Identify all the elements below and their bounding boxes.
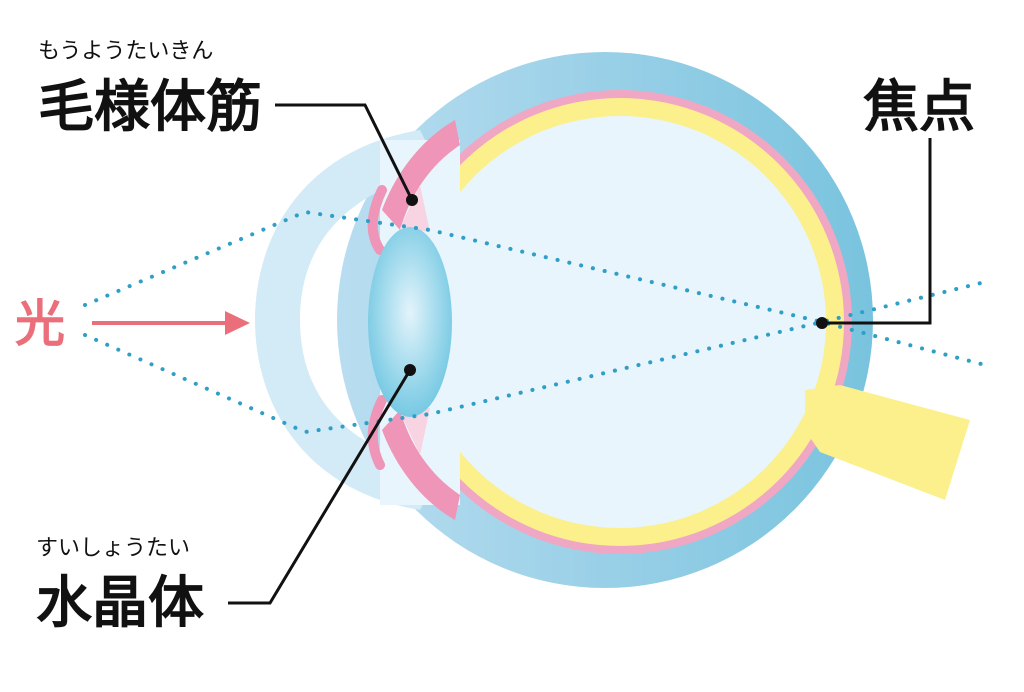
ciliary-muscle-label: 毛様体筋 bbox=[38, 75, 262, 140]
dot-marker-icon bbox=[404, 364, 416, 376]
vitreous-body bbox=[414, 116, 826, 528]
ciliary-body-lower-light bbox=[400, 408, 430, 455]
lens-label: 水晶体 bbox=[36, 571, 204, 636]
dot-marker-icon bbox=[816, 317, 828, 329]
ciliary-body-upper bbox=[382, 120, 460, 230]
light-ray-upper bbox=[83, 209, 987, 367]
ciliary-muscle-leader bbox=[275, 103, 414, 201]
cornea bbox=[255, 130, 440, 510]
optic-nerve bbox=[805, 385, 970, 500]
dot-marker-icon bbox=[406, 194, 418, 206]
light-label: 光 bbox=[15, 295, 65, 353]
arrow-head bbox=[225, 311, 250, 335]
ciliary-muscle-ruby: もうようたいきん bbox=[38, 39, 213, 64]
iris-upper bbox=[367, 185, 387, 255]
lens-ruby: すいしょうたい bbox=[36, 536, 190, 561]
focus-point-label: 焦点 bbox=[863, 75, 975, 140]
ciliary-body-upper-light bbox=[400, 185, 430, 232]
crystalline-lens bbox=[368, 227, 452, 417]
ciliary-body-lower bbox=[382, 410, 460, 520]
focus-point-leader bbox=[822, 138, 932, 325]
lens-leader bbox=[228, 369, 412, 605]
